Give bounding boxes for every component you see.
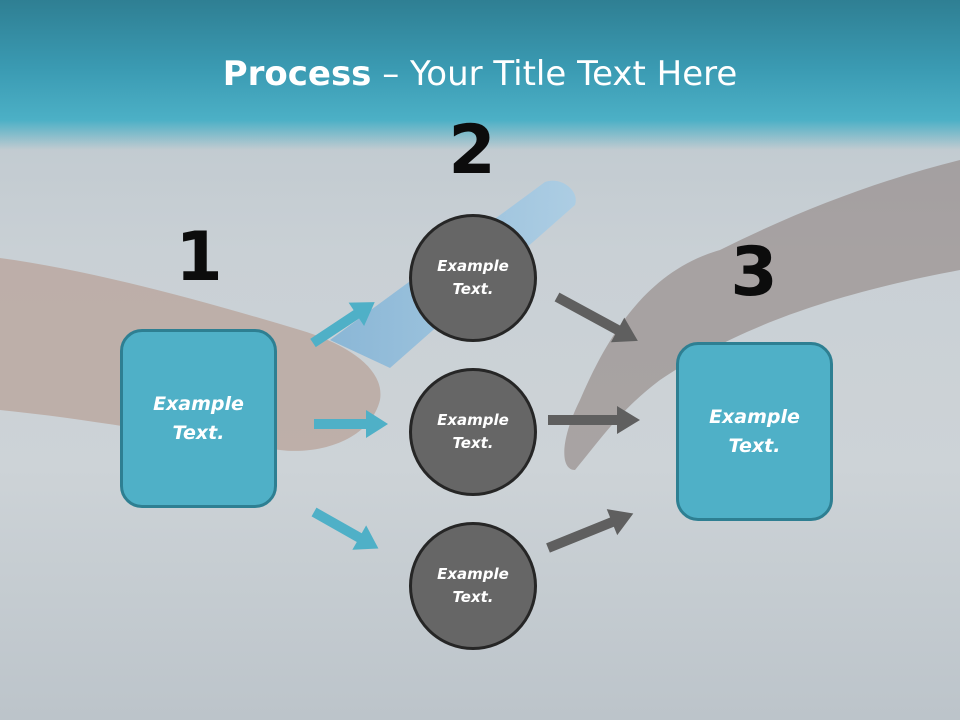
step-1-text-line2: Text.	[172, 421, 225, 444]
step-3-text-line1: Example	[709, 405, 800, 428]
gray-arrow-up	[546, 509, 634, 553]
circle-middle-text: Example Text.	[437, 409, 509, 455]
teal-arrow-up	[310, 302, 375, 348]
step-2-circle-middle: Example Text.	[409, 368, 537, 496]
step-number-3: 3	[730, 233, 778, 312]
circle-middle-text-line1: Example	[437, 411, 509, 429]
step-number-2: 2	[448, 111, 496, 190]
circle-top-text-line2: Text.	[452, 280, 494, 298]
gray-arrow-down	[554, 292, 638, 343]
title-bold: Process	[222, 54, 372, 94]
gray-arrow-right	[548, 406, 640, 434]
step-1-text-line1: Example	[153, 392, 244, 415]
step-2-circle-bottom: Example Text.	[409, 522, 537, 650]
circle-bottom-text: Example Text.	[437, 563, 509, 609]
teal-arrow-right	[314, 410, 388, 438]
circle-bottom-text-line2: Text.	[452, 588, 494, 606]
step-2-circle-top: Example Text.	[409, 214, 537, 342]
step-3-text-line2: Text.	[728, 434, 781, 457]
circle-top-text: Example Text.	[437, 255, 509, 301]
slide-title: Process – Your Title Text Here	[0, 54, 960, 94]
teal-arrow-down	[311, 507, 379, 550]
step-1-box: Example Text.	[120, 329, 277, 508]
circle-bottom-text-line1: Example	[437, 565, 509, 583]
step-3-text: Example Text.	[709, 403, 800, 461]
circle-middle-text-line2: Text.	[452, 434, 494, 452]
circle-top-text-line1: Example	[437, 257, 509, 275]
title-rest: – Your Title Text Here	[371, 54, 738, 94]
step-1-text: Example Text.	[153, 390, 244, 448]
step-number-1: 1	[175, 218, 223, 297]
step-3-box: Example Text.	[676, 342, 833, 521]
title-banner	[0, 0, 960, 150]
